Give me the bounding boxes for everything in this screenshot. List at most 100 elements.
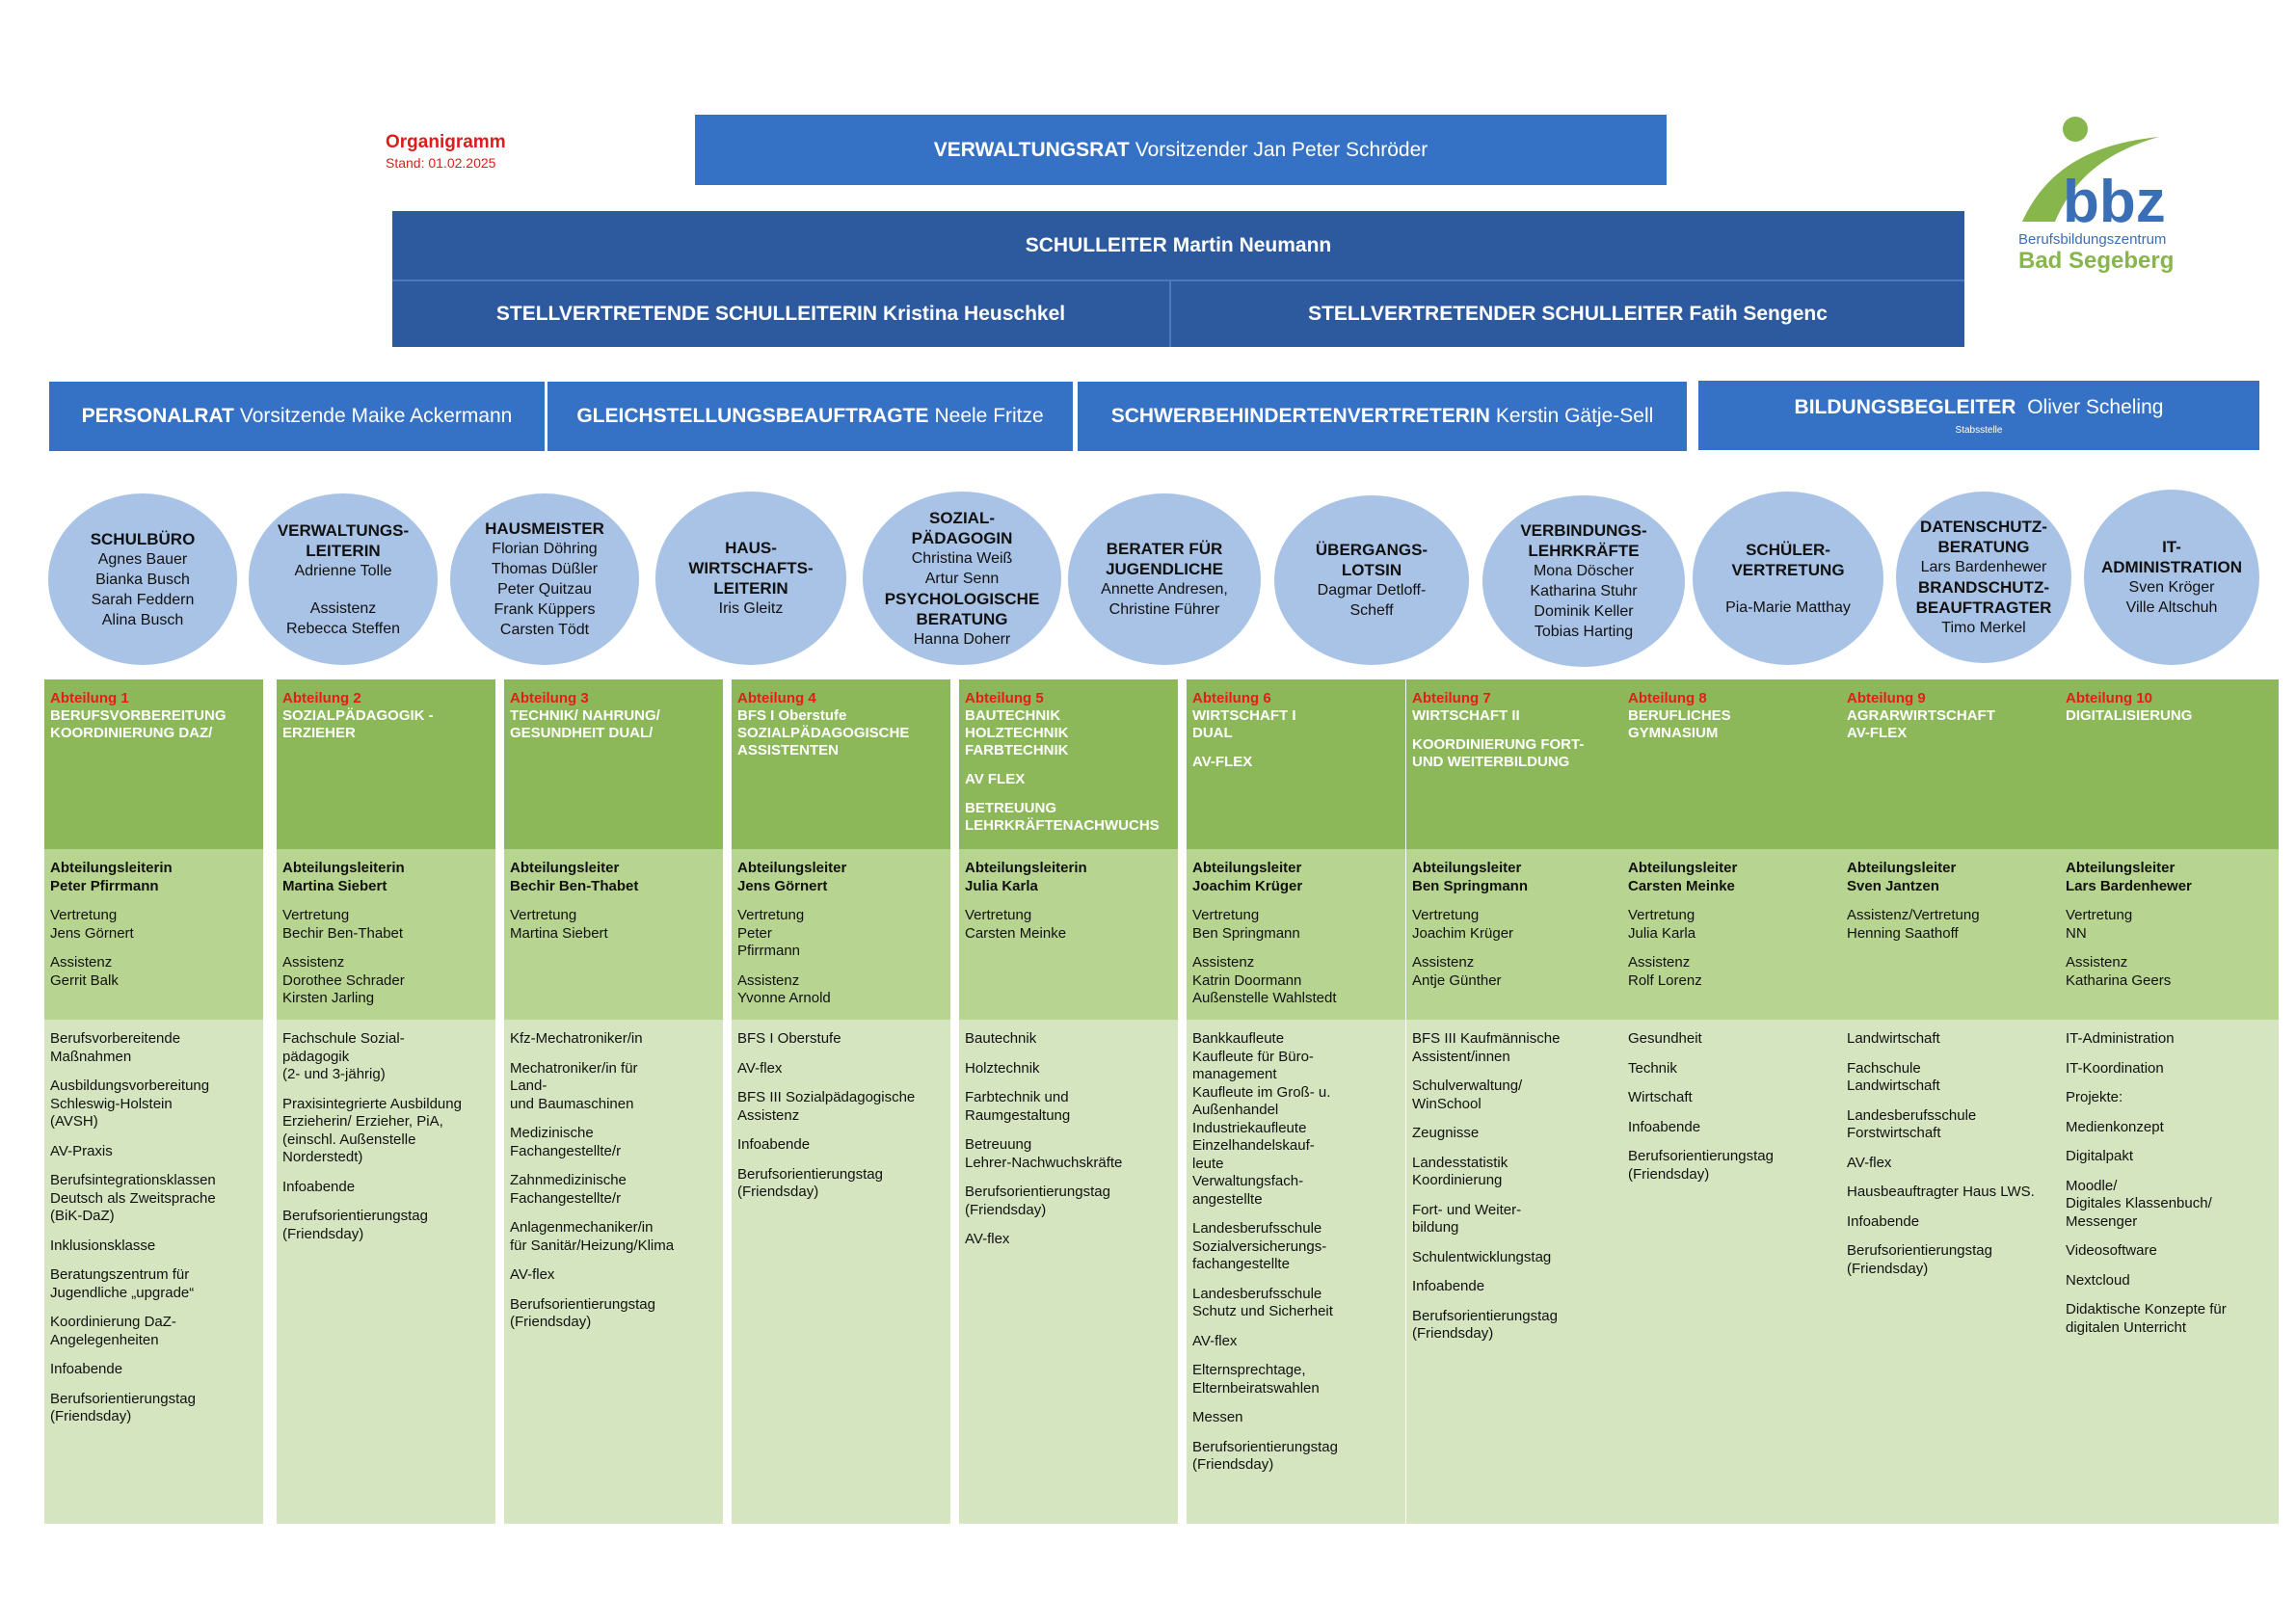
gleichstellung-role: GLEICHSTELLUNGSBEAUFTRAGTE — [576, 405, 929, 427]
program-item: Bankkaufleute Kaufleute für Büro- manage… — [1192, 1030, 1331, 1208]
verwaltungsrat-role: VERWALTUNGSRAT — [933, 138, 1130, 161]
program-item: Betreuung Lehrer-Nachwuchskräfte — [965, 1136, 1123, 1171]
circle-title: BEAUFTRAGTER — [1915, 599, 2052, 617]
program-item: Landesstatistik Koordinierung — [1412, 1154, 1508, 1189]
circle-name: Assistenz — [309, 599, 377, 617]
circle-title: BRANDSCHUTZ- — [1918, 578, 2049, 597]
program-item: Infoabende — [282, 1178, 356, 1195]
program-item: Mechatroniker/in für Land- und Baumaschi… — [510, 1059, 638, 1112]
circle-title: ADMINISTRATION — [2100, 558, 2243, 576]
circle-title: JUGENDLICHE — [1106, 560, 1223, 578]
program-item: Schulentwicklungstag — [1412, 1248, 1552, 1265]
leader-name: Jens Görnert — [737, 877, 828, 894]
leader-name: Joachim Krüger — [1192, 877, 1303, 894]
circle-title: WIRTSCHAFTS- — [688, 559, 814, 577]
leadership-group: Vertretung Ben Springmann — [1192, 907, 1300, 942]
stellvertreter-role: STELLVERTRETENDER SCHULLEITER — [1308, 303, 1684, 325]
leader-title: Abteilungsleiter — [1192, 860, 1302, 876]
department-number: Abteilung 4 — [737, 690, 816, 706]
circle-name: Alina Busch — [101, 611, 184, 628]
circle-name: Artur Senn — [924, 570, 1000, 587]
org-date: Stand: 01.02.2025 — [386, 155, 496, 171]
logo-dot — [2063, 117, 2088, 142]
bildungsbegleiter-sub: Stabsstelle — [1955, 424, 2003, 436]
circle-name: Hanna Doherr — [913, 630, 1011, 648]
program-item: Zeugnisse — [1412, 1125, 1480, 1141]
program-item: Infoabende — [1412, 1278, 1485, 1294]
department-number: Abteilung 10 — [2066, 690, 2153, 706]
program-item: Projekte: — [2066, 1089, 2123, 1105]
circle-title: VERWALTUNGS- — [277, 520, 410, 540]
circle-name: Tobias Harting — [1534, 624, 1634, 640]
leadership-group: Vertretung Bechir Ben-Thabet — [282, 907, 404, 942]
circle-name: Sarah Feddern — [91, 591, 195, 608]
leader-title: Abteilungsleiter — [1628, 860, 1738, 876]
department-number: Abteilung 7 — [1412, 690, 1491, 706]
program-item: AV-flex — [965, 1231, 1010, 1247]
org-title: Organigramm — [386, 132, 506, 152]
department-number: Abteilung 2 — [282, 690, 361, 706]
circle-name: Timo Merkel — [1941, 620, 2026, 636]
schulleiter-role: SCHULLEITER — [1025, 233, 1167, 256]
circle-name: Agnes Bauer — [97, 550, 188, 568]
program-item: Videosoftware — [2066, 1242, 2157, 1259]
leadership-group: Vertretung Julia Karla — [1628, 907, 1696, 942]
program-item: Messen — [1192, 1409, 1243, 1425]
circle-name: Florian Döhring — [492, 541, 598, 557]
program-item: BFS III Sozialpädagogische Assistenz — [737, 1089, 916, 1124]
circle-name: Mona Döscher — [1533, 563, 1635, 579]
department-name: WIRTSCHAFT I DUAL — [1192, 707, 1296, 741]
circle-title: DATENSCHUTZ- — [1920, 518, 2047, 536]
program-item: Medienkonzept — [2066, 1118, 2164, 1135]
circle-title: HAUSMEISTER — [485, 519, 604, 538]
program-item: Technik — [1628, 1059, 1677, 1077]
department-name: BAUTECHNIK HOLZTECHNIK FARBTECHNIK — [965, 707, 1069, 758]
program-item: Didaktische Konzepte für digitalen Unter… — [2066, 1301, 2227, 1336]
program-item: Berufsorientierungstag (Friendsday) — [1847, 1242, 1992, 1277]
program-item: IT-Administration — [2066, 1030, 2175, 1047]
bildungsbegleiter-name: Oliver Scheling — [2027, 395, 2164, 418]
personalrat-box: PERSONALRAT Vorsitzende Maike Ackermann — [49, 382, 545, 451]
leader-name: Sven Jantzen — [1847, 877, 1939, 894]
program-item: Inklusionsklasse — [50, 1237, 156, 1254]
schulleiter-name: Martin Neumann — [1172, 233, 1332, 256]
program-item: AV-flex — [1847, 1154, 1892, 1171]
program-item: Landesberufsschule Forstwirtschaft — [1847, 1106, 1977, 1142]
logo-line-1: Berufsbildungszentrum — [2018, 231, 2167, 248]
program-item: Fachschule Landwirtschaft — [1847, 1059, 1940, 1095]
program-item: Berufsorientierungstag (Friendsday) — [965, 1184, 1110, 1218]
leadership-group: Assistenz Rolf Lorenz — [1628, 954, 1702, 989]
leader-title: Abteilungsleiter — [737, 860, 847, 876]
department-number: Abteilung 1 — [50, 690, 129, 706]
circle-name: Adrienne Tolle — [294, 562, 392, 579]
circle-title: SCHULBÜRO — [90, 529, 196, 548]
program-item: Landesberufsschule Sozialversicherungs- … — [1192, 1220, 1327, 1272]
circle-name: Frank Küppers — [494, 601, 596, 618]
leader-title: Abteilungsleiter — [1847, 860, 1957, 876]
leader-title: Abteilungsleiterin — [50, 860, 173, 876]
circle-name: Sven Kröger — [2128, 579, 2215, 596]
program-item: Nextcloud — [2066, 1271, 2130, 1289]
verwaltungsrat-box: VERWALTUNGSRAT Vorsitzender Jan Peter Sc… — [695, 115, 1667, 185]
